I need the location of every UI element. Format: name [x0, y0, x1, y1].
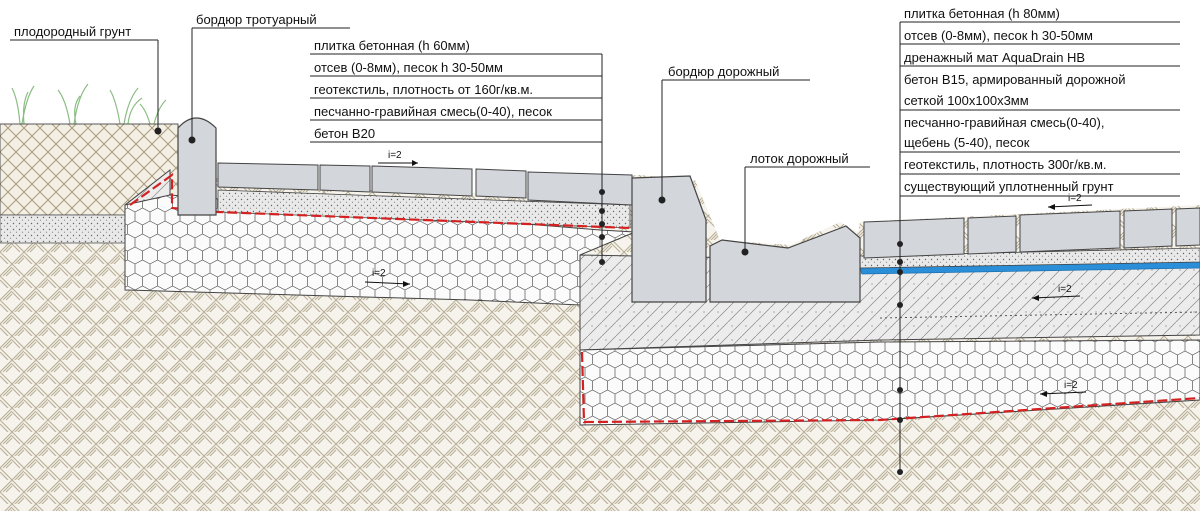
sidewalk-layer-1: плитка бетонная (h 60мм)	[314, 38, 470, 53]
road-legend-lines	[899, 21, 1180, 472]
svg-text:i=2: i=2	[1058, 284, 1072, 295]
slope-mark-sidewalk-tile: i=2	[378, 150, 418, 166]
slope-mark-sidewalk-base: i=2	[364, 268, 411, 287]
sand-strip-left	[0, 214, 129, 244]
label-road-curb: бордюр дорожный	[668, 64, 779, 79]
label-fertile-soil: плодородный грунт	[14, 24, 131, 39]
road-sand-gravel	[579, 339, 1200, 426]
svg-text:i=2: i=2	[372, 268, 386, 279]
road-legend-markers	[897, 241, 903, 475]
road-layer-1: плитка бетонная (h 80мм)	[904, 6, 1060, 21]
road-layer-7: щебень (5-40), песок	[904, 135, 1030, 150]
road-geotextile	[580, 351, 1200, 424]
svg-text:i=2: i=2	[1068, 193, 1082, 204]
sidewalk-screening-sand	[217, 189, 631, 229]
road-layer-2: отсев (0-8мм), песок h 30-50мм	[904, 28, 1093, 43]
road-layer-3: дренажный мат AquaDrain HB	[904, 50, 1085, 65]
road-layer-5: сеткой 100х100х3мм	[904, 93, 1029, 108]
sidewalk-layer-5: бетон В20	[314, 126, 375, 141]
svg-text:i=2: i=2	[1064, 380, 1078, 391]
sidewalk-curb	[177, 117, 217, 216]
sidewalk-layer-3: геотекстиль, плотность от 160г/кв.м.	[314, 82, 533, 97]
leader-sidewalk-curb	[188, 27, 350, 144]
slope-mark-road-tile: i=2	[1047, 193, 1093, 210]
sidewalk-layer-4: песчанно-гравийная смесь(0-40), песок	[314, 104, 552, 119]
sidewalk-geotextile	[129, 172, 631, 230]
svg-text:i=2: i=2	[388, 150, 402, 161]
leader-road-gutter	[741, 166, 870, 256]
road-curb	[631, 175, 707, 303]
road-rebar-mesh	[879, 311, 1200, 319]
grass	[11, 83, 167, 125]
sidewalk-legend-lines	[310, 53, 603, 262]
road-layer-8: геотекстиль, плотность 300г/кв.м.	[904, 157, 1107, 172]
label-sidewalk-curb: бордюр тротуарный	[196, 12, 317, 27]
sidewalk-layer-2: отсев (0-8мм), песок h 30-50мм	[314, 60, 503, 75]
leader-fertile-soil	[10, 39, 162, 135]
sidewalk-tiles	[217, 162, 633, 206]
road-layer-6: песчанно-гравийная смесь(0-40),	[904, 115, 1104, 130]
sidewalk-legend-markers	[599, 189, 605, 265]
road-gutter	[709, 225, 861, 303]
road-layer-9: существующий уплотненный грунт	[904, 179, 1114, 194]
road-tiles	[863, 207, 1200, 259]
label-road-gutter: лоток дорожный	[750, 151, 849, 166]
leader-road-curb	[658, 79, 810, 204]
road-layer-4: бетон В15, армированный дорожной	[904, 72, 1125, 87]
slope-mark-road-base: i=2	[1039, 380, 1087, 397]
slope-mark-road-concrete: i=2	[1031, 284, 1081, 301]
